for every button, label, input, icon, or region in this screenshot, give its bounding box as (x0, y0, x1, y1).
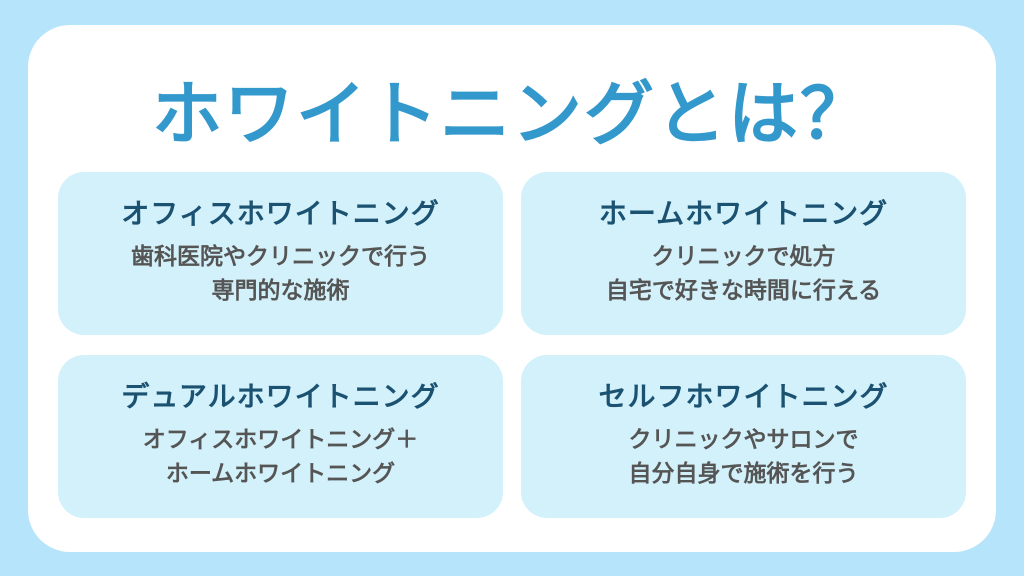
panel-heading: デュアルホワイトニング (121, 380, 440, 413)
panel-description: オフィスホワイトニング＋ ホームホワイトニング (58, 423, 503, 491)
panel-description: クリニックやサロンで 自分自身で施術を行う (521, 423, 966, 491)
description-line: 自宅で好きな時間に行える (605, 278, 882, 304)
panel-heading: セルフホワイトニング (598, 380, 889, 413)
panel-description: 歯科医院やクリニックで行う 専門的な施術 (58, 240, 503, 308)
panel-heading: ホームホワイトニング (598, 197, 889, 230)
panel-office-whitening: オフィスホワイトニング 歯科医院やクリニックで行う 専門的な施術 (58, 172, 503, 335)
description-line: クリニックで処方 (651, 244, 836, 270)
page-title: ホワイトニングとは？ (152, 73, 872, 155)
panel-home-whitening: ホームホワイトニング クリニックで処方 自宅で好きな時間に行える (521, 172, 966, 335)
description-line: 歯科医院やクリニックで行う (131, 244, 430, 270)
panel-self-whitening: セルフホワイトニング クリニックやサロンで 自分自身で施術を行う (521, 355, 966, 518)
description-line: 専門的な施術 (211, 278, 350, 304)
panel-dual-whitening: デュアルホワイトニング オフィスホワイトニング＋ ホームホワイトニング (58, 355, 503, 518)
description-line: 自分自身で施術を行う (628, 461, 859, 487)
description-line: ホームホワイトニング (165, 461, 396, 487)
description-line: オフィスホワイトニング＋ (142, 427, 419, 453)
panel-heading: オフィスホワイトニング (121, 197, 440, 230)
panel-description: クリニックで処方 自宅で好きな時間に行える (521, 240, 966, 308)
description-line: クリニックやサロンで (628, 427, 859, 453)
